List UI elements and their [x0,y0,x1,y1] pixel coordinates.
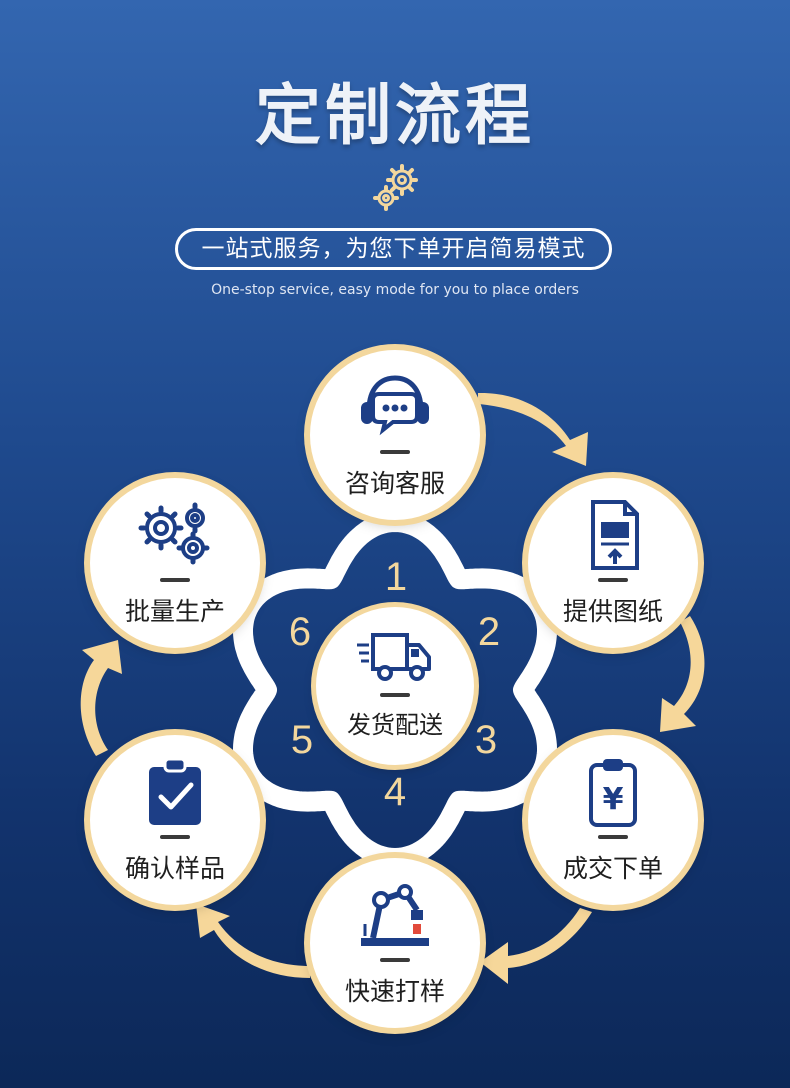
gears-icon [138,502,210,565]
center-delivery: 发货配送 [316,607,474,765]
arrow-2-to-3 [660,616,705,732]
step-number-3: 3 [474,718,498,762]
step-provide-drawing: 提供图纸 [528,478,698,648]
arrow-3-to-4 [480,908,592,984]
arrow-5-to-6 [80,640,122,756]
svg-text:¥: ¥ [603,782,624,817]
divider [160,835,190,839]
step-number-5: 5 [290,718,314,762]
step-label: 成交下单 [562,854,663,883]
step-label: 提供图纸 [562,597,663,626]
step-label: 批量生产 [124,597,225,626]
robot-arm-icon [361,884,429,946]
slogan-pill: 一站式服务，为您下单开启简易模式 [175,228,612,270]
divider [380,450,410,454]
step-confirm-sample: 确认样品 [90,735,260,905]
gears-decoration-icon [373,164,418,211]
step-number-4: 4 [383,770,407,814]
arrow-4-to-5 [196,904,310,978]
gear-outline [233,512,557,868]
step-place-order: ¥ 成交下单 [528,735,698,905]
headset-chat-icon [361,375,429,436]
step-mass-production: 批量生产 [90,478,260,648]
step-consult: 咨询客服 [310,350,480,520]
step-number-1: 1 [384,555,408,599]
arrow-1-to-2 [478,392,588,466]
step-label: 咨询客服 [344,469,445,498]
divider [598,578,628,582]
page-title: 定制流程 [255,77,535,154]
yuan-clipboard-icon: ¥ [589,759,637,827]
step-label: 快速打样 [344,977,445,1006]
drawing-document-icon [591,500,639,570]
divider [598,835,628,839]
delivery-truck-icon [357,633,431,681]
divider [380,958,410,962]
check-clipboard-icon [149,757,201,825]
divider [380,693,410,697]
step-number-6: 6 [288,610,312,654]
step-quick-sample: 快速打样 [310,858,480,1028]
center-label: 发货配送 [347,711,443,739]
step-number-2: 2 [477,610,501,654]
step-label: 确认样品 [124,854,225,883]
subtitle-english: One-stop service, easy mode for you to p… [211,282,579,298]
divider [160,578,190,582]
